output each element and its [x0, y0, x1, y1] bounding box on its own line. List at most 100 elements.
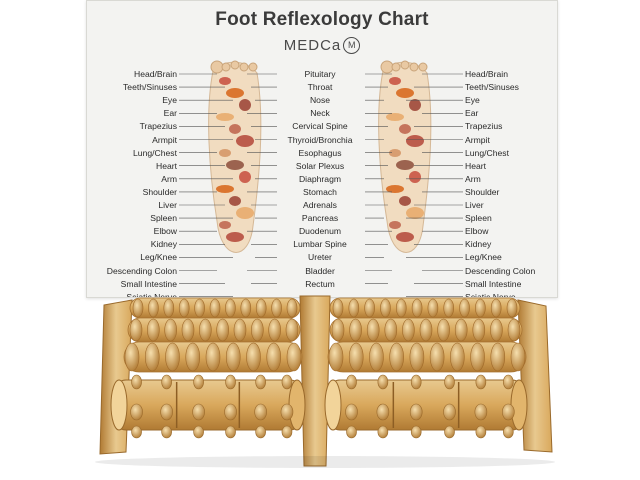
front-nub-top: [131, 374, 142, 390]
roller-nub: [490, 298, 502, 318]
front-nub-mid: [376, 403, 390, 421]
roller-nub: [225, 342, 241, 372]
roller-nub: [331, 318, 345, 342]
roller-nub: [348, 342, 364, 372]
center-label: Cervical Spine: [292, 121, 348, 132]
roller-nub: [402, 318, 415, 342]
roller-nub: [510, 342, 526, 372]
front-roller-left-cap-left: [110, 379, 128, 431]
front-nub-bottom: [503, 425, 514, 439]
roller-nub: [506, 298, 518, 318]
roller-nub: [286, 298, 298, 318]
roller-nub: [364, 298, 375, 318]
roller-nub: [233, 318, 247, 342]
roller-nub: [369, 342, 384, 372]
center-label: Diaphragm: [298, 173, 342, 184]
front-nub-top: [377, 374, 389, 390]
right-label: Arm: [465, 173, 481, 184]
right-label: Trapezius: [465, 121, 503, 132]
poster-title: Foot Reflexology Chart: [215, 9, 429, 30]
right-label: Lung/Chest: [465, 147, 509, 158]
roller-nub: [470, 342, 485, 372]
front-nub-top: [444, 374, 455, 390]
front-nub-mid: [130, 403, 143, 421]
front-nub-top: [475, 374, 487, 390]
front-nub-mid: [502, 403, 515, 421]
center-label: Throat: [307, 82, 333, 93]
base-shadow: [95, 456, 555, 468]
roller-nub: [380, 298, 391, 318]
roller-nub: [255, 298, 267, 318]
right-label: Liver: [465, 200, 484, 210]
right-label: Head/Brain: [465, 69, 508, 79]
left-label: Small Intestine: [120, 278, 177, 289]
center-label: Stomach: [303, 186, 337, 197]
roller-nub: [129, 318, 143, 342]
front-nub-top: [255, 374, 266, 390]
front-nub-mid: [192, 403, 205, 421]
roller-nub: [429, 342, 445, 372]
roller-nub: [164, 318, 177, 342]
roller-nub: [459, 298, 470, 318]
right-label: Ear: [465, 108, 479, 119]
roller-nub: [251, 318, 264, 342]
roller-nub: [205, 342, 221, 372]
foot-illustration: [179, 60, 463, 297]
left-label: Descending Colon: [106, 265, 177, 276]
center-label: Thyroid/Bronchia: [287, 134, 353, 145]
roller-nub: [178, 298, 190, 318]
left-label: Head/Brain: [134, 69, 177, 79]
front-nub-top: [193, 374, 204, 390]
center-label: Esophagus: [298, 147, 342, 158]
center-label: Pancreas: [301, 213, 339, 224]
roller-nub: [181, 318, 195, 342]
right-label: Eye: [465, 95, 480, 106]
roller-nub: [216, 318, 229, 342]
center-label: Neck: [310, 108, 330, 119]
right-label: Heart: [465, 160, 487, 171]
left-label: Spleen: [150, 213, 177, 224]
front-roller-left-cap-right: [288, 379, 306, 431]
left-rail: [99, 299, 133, 455]
front-nub-mid: [345, 403, 358, 421]
right-label: Sciatic Nerve: [465, 291, 516, 298]
center-label: Duodenum: [298, 226, 342, 237]
roller-nub: [472, 318, 486, 342]
front-nub-mid: [254, 403, 267, 421]
center-label: Ureter: [308, 252, 332, 263]
front-nub-bottom: [161, 425, 172, 439]
roller-nub: [490, 318, 503, 342]
roller-nub: [246, 342, 261, 372]
roller-nub: [124, 342, 140, 372]
roller-nub: [366, 318, 380, 342]
left-label: Trapezius: [139, 121, 177, 132]
center-label: Lumbar Spine: [293, 239, 347, 250]
roller-nub: [147, 318, 160, 342]
front-nub-bottom: [410, 425, 422, 439]
roller-nub: [148, 298, 159, 318]
left-label: Sciatic Nerve: [126, 291, 177, 298]
front-nub-mid: [160, 403, 173, 421]
front-nub-top: [410, 374, 422, 390]
front-roller-right: [327, 379, 525, 431]
roller-nub: [163, 298, 175, 318]
front-nub-mid: [443, 403, 456, 421]
roller-nub: [409, 342, 425, 372]
roller-nub: [225, 298, 236, 318]
right-label: Teeth/Sinuses: [465, 82, 519, 93]
roller-nub: [437, 318, 450, 342]
brand-text: MEDCa: [283, 37, 342, 54]
roller-nub: [348, 298, 360, 318]
right-label: Descending Colon: [465, 265, 536, 276]
roller-nub: [332, 298, 344, 318]
roller-nub: [389, 342, 404, 372]
roller-nub: [507, 318, 521, 342]
center-label: Pituitary: [304, 69, 336, 79]
center-label: Nose: [309, 95, 331, 106]
right-label: Spleen: [465, 213, 492, 224]
roller-nub: [475, 298, 486, 318]
roller-nub: [384, 318, 398, 342]
right-label: Leg/Knee: [465, 252, 502, 263]
roller-nub: [349, 318, 362, 342]
